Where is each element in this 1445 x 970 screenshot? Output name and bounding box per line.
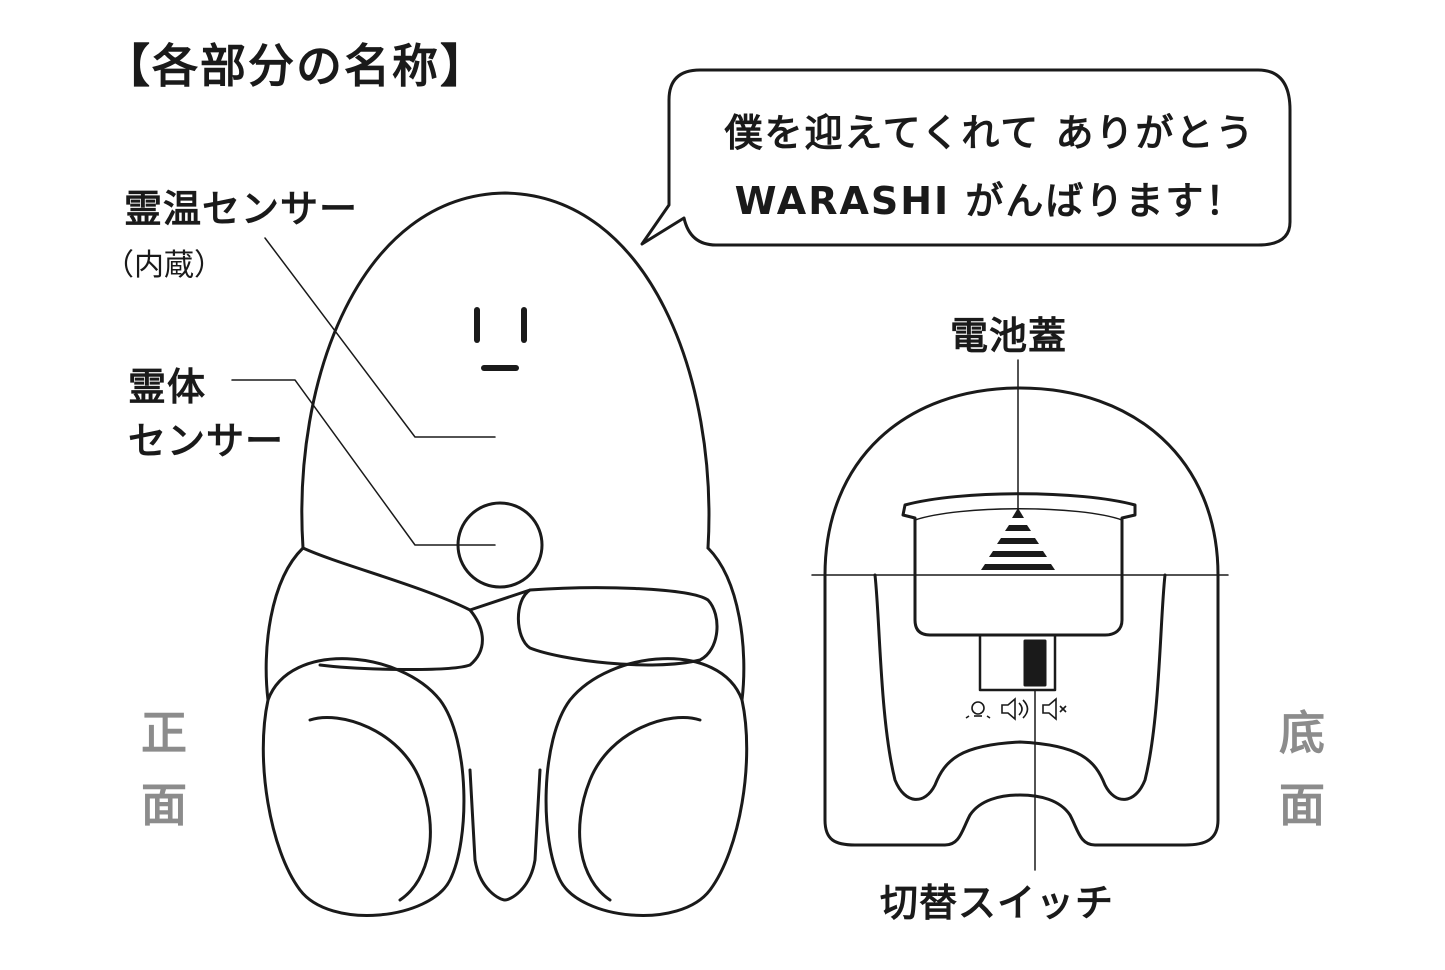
leader-lines-front: [231, 237, 496, 546]
front-figure: [261, 191, 749, 917]
leader-lines-bottom: [1017, 359, 1036, 871]
spirit-body-sensor-label-2: センサー: [128, 419, 285, 463]
page-heading: 【各部分の名称】: [104, 39, 488, 93]
front-side-label-2: 面: [141, 778, 187, 832]
bottom-figure: [811, 386, 1229, 847]
speaker-on-icon: [1001, 697, 1029, 721]
spirit-temp-sensor-label: 霊温センサー: [124, 187, 359, 231]
speech-line-2: WARASHI がんばります！: [734, 179, 1246, 223]
battery-cover-label: 電池蓋: [950, 314, 1068, 358]
speech-bubble: [640, 68, 1292, 247]
speaker-mute-icon: [1042, 697, 1067, 721]
spirit-body-sensor-label-1: 霊体: [128, 365, 207, 409]
spirit-temp-sensor-note: （内蔵）: [104, 248, 224, 283]
bottom-side-label-1: 底: [1279, 706, 1325, 760]
mode-switch-label: 切替スイッチ: [880, 881, 1115, 925]
light-bulb-icon: [965, 701, 991, 719]
speech-line-1: 僕を迎えてくれて ありがとう: [724, 111, 1256, 155]
front-side-label-1: 正: [141, 706, 187, 760]
face: [474, 307, 527, 371]
battery-cover-arrow: [981, 508, 1055, 570]
bottom-side-label-2: 面: [1279, 778, 1325, 832]
